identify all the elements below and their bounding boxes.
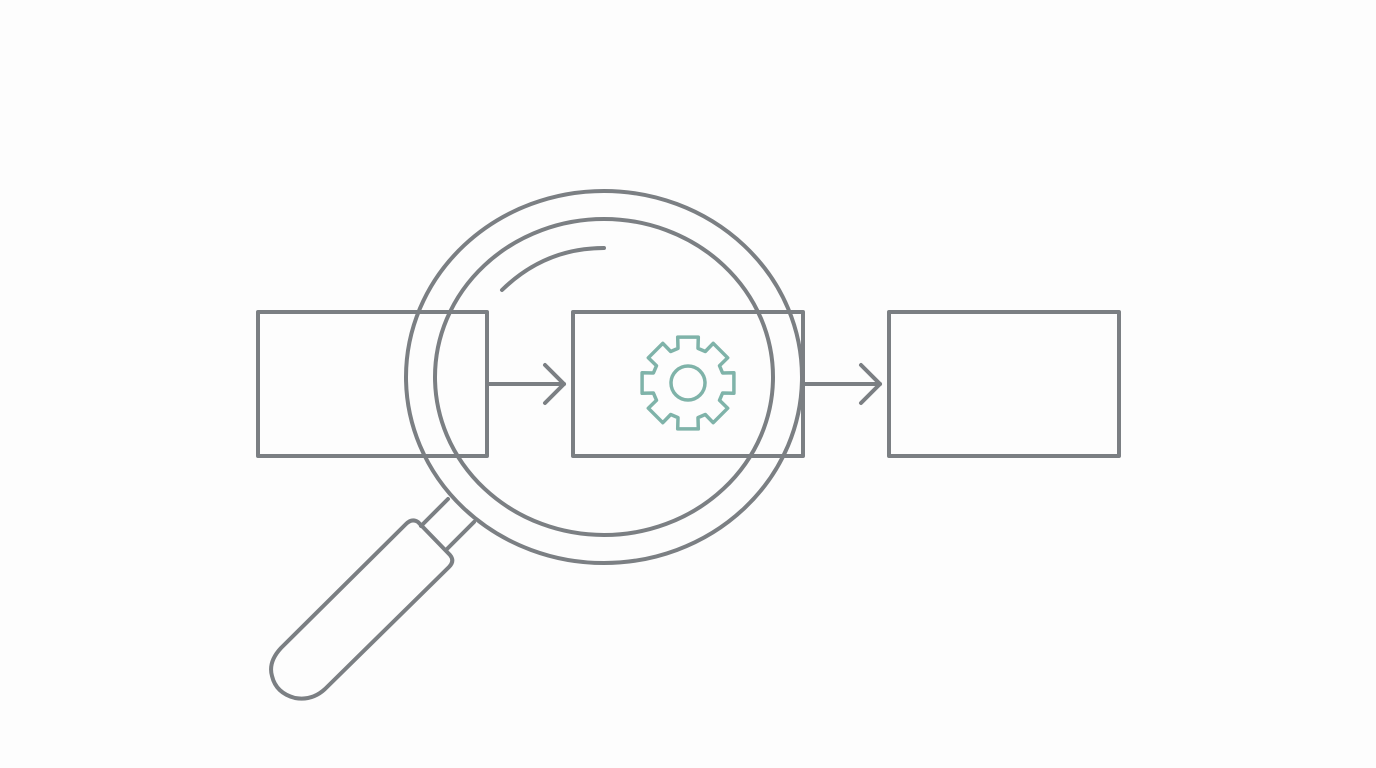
arrow-process-to-output <box>801 363 882 405</box>
lens-outer-ring <box>404 189 804 565</box>
handle-neck-left <box>419 497 450 528</box>
magnifier-handle <box>269 518 455 701</box>
magnifying-glass-icon <box>269 189 804 701</box>
arrow-input-to-process <box>485 363 566 405</box>
lens-inner-ring <box>433 217 775 537</box>
lens-glare <box>500 246 606 292</box>
handle-neck-right <box>445 520 476 551</box>
output-box <box>887 310 1121 458</box>
gear-icon <box>640 335 736 431</box>
input-box <box>256 310 489 458</box>
